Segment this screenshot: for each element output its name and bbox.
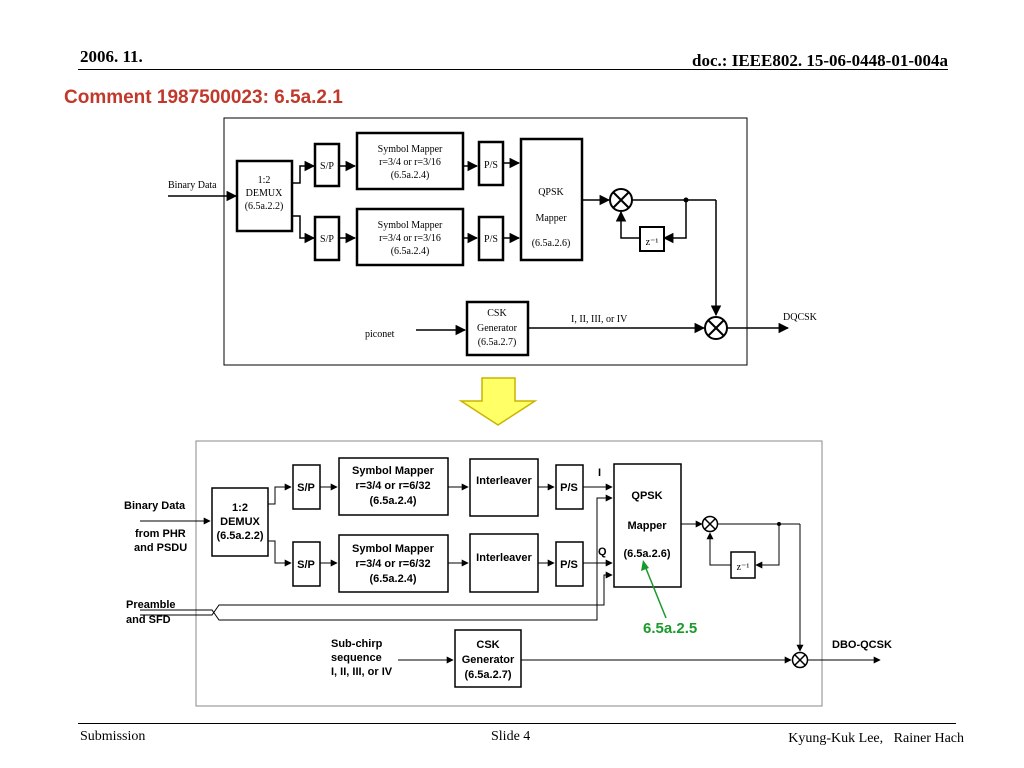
bottom-interleaver-2	[469, 533, 539, 593]
bottom-preamble-line1: Preamble	[126, 599, 176, 611]
bottom-csk-line3: (6.5a.2.7)	[464, 669, 511, 681]
top-symbol-mapper-1	[355, 131, 465, 191]
bottom-demux-line3: (6.5a.2.2)	[216, 530, 263, 542]
top-demux-line1: 1:2	[258, 175, 271, 186]
bottom-binary-data-label: Binary Data	[124, 500, 186, 512]
bottom-interleaver-label-1: Interleaver	[476, 475, 532, 487]
top-sp-label-1: S/P	[320, 161, 334, 172]
bottom-subchirp-line3: I, II, III, or IV	[331, 666, 393, 678]
top-csk-output-label: I, II, III, or IV	[571, 314, 628, 325]
top-sp-block-1	[313, 142, 341, 188]
bottom-output-label: DBO-QCSK	[832, 639, 892, 651]
top-csk-generator	[465, 300, 530, 357]
top-demux-block	[235, 159, 294, 233]
top-multiplier-2	[704, 316, 728, 340]
top-mapper1-line1: Symbol Mapper	[378, 144, 443, 155]
top-delay-label: z⁻¹	[646, 237, 659, 248]
slide-title: Comment 1987500023: 6.5a.2.1	[64, 87, 343, 108]
bottom-ps-block-2	[555, 541, 584, 587]
bottom-q-label: Q	[598, 546, 607, 558]
bottom-interleaver-label-2: Interleaver	[476, 552, 532, 564]
top-qpsk-line3: (6.5a.2.6)	[532, 238, 571, 249]
bottom-from-phr-line1: from PHR	[135, 528, 186, 540]
bottom-from-phr-line2: and PSDU	[134, 542, 187, 554]
bottom-mapper1-line1: Symbol Mapper	[352, 465, 435, 477]
top-csk-line2: Generator	[477, 323, 518, 334]
top-qpsk-line2: Mapper	[535, 213, 567, 224]
footer-submission: Submission	[80, 729, 146, 744]
bottom-interleaver-1	[469, 458, 539, 517]
top-piconet-label: piconet	[365, 329, 395, 340]
bottom-csk-line2: Generator	[462, 654, 515, 666]
bottom-mapper2-line3: (6.5a.2.4)	[369, 573, 416, 585]
bottom-csk-line1: CSK	[476, 639, 499, 651]
top-csk-line1: CSK	[487, 308, 507, 319]
bottom-sp-label-1: S/P	[297, 482, 315, 494]
top-demux-line3: (6.5a.2.2)	[245, 201, 284, 212]
footer-authors: Kyung-Kuk Lee, Rainer Hach	[788, 731, 964, 746]
bottom-sp-block-2	[292, 541, 321, 587]
bottom-diagram: Binary Data from PHR and PSDU 1:2 DEMUX …	[124, 440, 892, 707]
top-delay-block	[639, 226, 665, 252]
top-qpsk-line1: QPSK	[538, 187, 564, 198]
footer-slide-number: Slide 4	[491, 729, 531, 744]
bottom-ps-label-2: P/S	[560, 559, 578, 571]
bottom-preamble-line2: and SFD	[126, 614, 171, 626]
bottom-mapper2-line2: r=3/4 or r=6/32	[355, 558, 430, 570]
top-ps-block-2	[477, 215, 505, 262]
bottom-mapper2-line1: Symbol Mapper	[352, 543, 435, 555]
top-ps-label-1: P/S	[484, 160, 498, 171]
bottom-sp-label-2: S/P	[297, 559, 315, 571]
bottom-qpsk-line1: QPSK	[631, 490, 662, 502]
bottom-multiplier-1	[701, 515, 719, 533]
top-mapper1-line2: r=3/4 or r=3/16	[379, 157, 441, 168]
top-diagram: Binary Data 1:2 DEMUX (6.5a.2.2) S/P S/P…	[168, 117, 818, 366]
top-symbol-mapper-2	[355, 207, 465, 267]
header-rule	[78, 69, 948, 70]
header-date: 2006. 11.	[80, 47, 143, 66]
bottom-multiplier-2	[791, 651, 809, 669]
top-mapper1-line3: (6.5a.2.4)	[391, 170, 430, 181]
bottom-mapper1-line2: r=3/4 or r=6/32	[355, 480, 430, 492]
bottom-mapper1-line3: (6.5a.2.4)	[369, 495, 416, 507]
top-mapper2-line2: r=3/4 or r=3/16	[379, 233, 441, 244]
top-ps-block-1	[477, 140, 505, 187]
top-binary-data-label: Binary Data	[168, 180, 217, 191]
bottom-i-label: I	[598, 467, 601, 479]
bottom-subchirp-line1: Sub-chirp	[331, 638, 383, 650]
top-demux-line2: DEMUX	[246, 188, 283, 199]
bottom-subchirp-line2: sequence	[331, 652, 382, 664]
bottom-demux-line1: 1:2	[232, 502, 248, 514]
footer-rule	[78, 723, 956, 724]
top-mapper2-line3: (6.5a.2.4)	[391, 246, 430, 257]
annotation-label: 6.5a.2.5	[643, 620, 697, 637]
top-csk-line3: (6.5a.2.7)	[478, 337, 517, 348]
bottom-symbol-mapper-1	[338, 457, 449, 516]
bottom-demux-block	[211, 487, 269, 557]
top-multiplier-1	[609, 188, 633, 212]
top-sp-label-2: S/P	[320, 234, 334, 245]
top-ps-label-2: P/S	[484, 234, 498, 245]
bottom-symbol-mapper-2	[338, 534, 449, 593]
top-output-label: DQCSK	[783, 312, 818, 323]
bottom-delay-label: z⁻¹	[737, 562, 750, 573]
bottom-csk-generator	[454, 629, 522, 688]
transition-down-arrow	[458, 377, 538, 426]
header-doc-id: doc.: IEEE802. 15-06-0448-01-004a	[692, 51, 948, 70]
bottom-qpsk-line2: Mapper	[627, 520, 667, 532]
top-mapper2-line1: Symbol Mapper	[378, 220, 443, 231]
bottom-qpsk-line3: (6.5a.2.6)	[623, 548, 670, 560]
bottom-ps-label-1: P/S	[560, 482, 578, 494]
bottom-demux-line2: DEMUX	[220, 516, 260, 528]
annotation-arrow	[644, 565, 667, 619]
